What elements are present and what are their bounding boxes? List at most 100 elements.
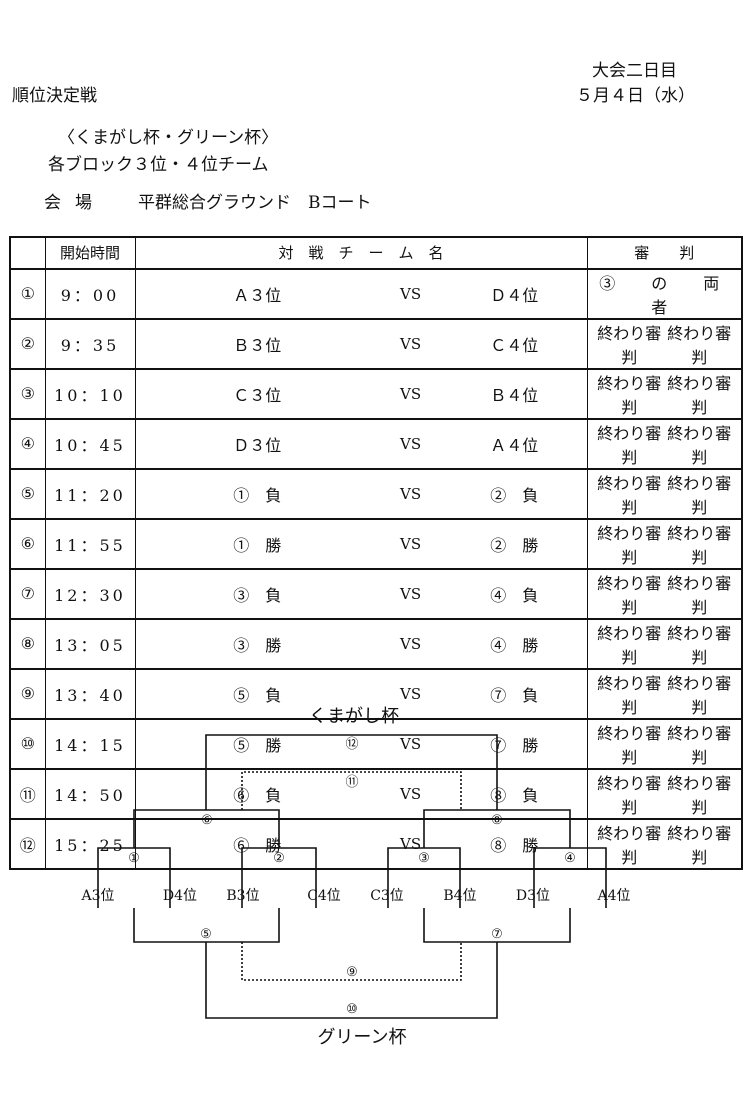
match-number: ⑧ — [9, 618, 46, 670]
referee-cell: 終わり審判終わり審判 — [586, 818, 743, 870]
versus-label: VS — [400, 634, 422, 653]
bracket-team-1: A3位 — [80, 888, 114, 904]
versus-label: VS — [400, 584, 422, 603]
team-two: ⑧ 勝 — [490, 835, 539, 855]
team-one: ① 勝 — [233, 535, 282, 555]
versus-label: VS — [400, 734, 422, 753]
versus-label: VS — [400, 684, 422, 703]
team-two: ④ 勝 — [490, 635, 539, 655]
team-two: Ｄ４位 — [490, 285, 539, 305]
start-time: 11：20 — [44, 468, 136, 520]
team-two: Ｃ４位 — [490, 335, 539, 355]
team-two: ⑧ 負 — [490, 785, 539, 805]
bracket-label-m7: ⑦ — [491, 927, 503, 942]
start-time: 9：00 — [44, 268, 136, 320]
referee-text: ③ の 両 者 — [599, 273, 745, 317]
referee-text: 終わり審判 — [597, 523, 662, 567]
bracket-label-m3: ③ — [418, 851, 430, 866]
bracket-team-4: C4位 — [307, 888, 341, 904]
bracket-team-3: B3位 — [226, 888, 259, 904]
team-one: ⑤ 負 — [233, 685, 282, 705]
team-one: ③ 負 — [233, 585, 282, 605]
bracket-team-8: A4位 — [596, 888, 630, 904]
bracket-label-m8: ⑧ — [491, 813, 503, 828]
bracket-label-m11: ⑪ — [345, 775, 358, 790]
team-one: Ｄ３位 — [233, 435, 282, 455]
start-time: 10：10 — [44, 368, 136, 420]
referee-text: 終わり審判 — [597, 773, 662, 817]
team-two: ⑦ 勝 — [490, 735, 539, 755]
page-title: 順位決定戦 — [12, 86, 97, 106]
bracket-team-7: D3位 — [516, 888, 550, 904]
referee-text: 終わり審判 — [597, 673, 662, 717]
team-one: ⑥ 勝 — [233, 835, 282, 855]
start-time: 12：30 — [44, 568, 136, 620]
referee-text: 終わり審判 — [667, 773, 732, 817]
team-one: Ｃ３位 — [233, 385, 282, 405]
referee-text: 終わり審判 — [597, 373, 662, 417]
referee-cell: 終わり審判終わり審判 — [586, 318, 743, 370]
block-teams: 各ブロック３位・４位チーム — [48, 155, 269, 175]
bracket-label-m1: ① — [128, 851, 140, 866]
start-time: 14：15 — [44, 718, 136, 770]
referee-text: 終わり審判 — [597, 473, 662, 517]
bracket-bottom-title: グリーン杯 — [317, 1027, 406, 1048]
referee-cell: 終わり審判終わり審判 — [586, 618, 743, 670]
versus-label: VS — [400, 784, 422, 803]
match-number: ⑥ — [9, 518, 46, 570]
team-two: ② 勝 — [490, 535, 539, 555]
referee-text: 終わり審判 — [667, 473, 732, 517]
referee-text: 終わり審判 — [597, 423, 662, 467]
bracket-label-m10: ⑩ — [346, 1002, 358, 1017]
start-time: 11：55 — [44, 518, 136, 570]
tournament-date: ５月４日（水） — [576, 86, 695, 106]
team-one: Ｂ３位 — [233, 335, 282, 355]
start-time: 10：45 — [44, 418, 136, 470]
tournament-day: 大会二日目 — [592, 61, 677, 81]
bracket-line-match9 — [241, 942, 462, 981]
start-time: 14：50 — [44, 768, 136, 820]
referee-text: 終わり審判 — [597, 623, 662, 667]
matchup-cell: ③ 負 VS ④ 負 — [134, 568, 588, 620]
bracket-label-m2: ② — [273, 851, 285, 866]
bracket-label-m4: ④ — [564, 851, 576, 866]
match-number: ② — [9, 318, 46, 370]
venue-label: 会場 — [44, 193, 106, 213]
match-number: ① — [9, 268, 46, 320]
bracket-line-match10 — [205, 942, 498, 1019]
match-number: ⑫ — [9, 818, 46, 870]
team-one: ⑥ 負 — [233, 785, 282, 805]
bracket-team-5: C3位 — [370, 888, 404, 904]
referee-cell: ③ の 両 者 — [586, 268, 745, 320]
bracket-top-title: くまがし杯 — [309, 706, 399, 727]
referee-cell: 終わり審判終わり審判 — [586, 468, 743, 520]
cup-names: 〈くまがし杯・グリーン杯〉 — [58, 128, 279, 148]
bracket-label-m9: ⑨ — [346, 965, 358, 980]
team-two: ④ 負 — [490, 585, 539, 605]
bracket-team-6: B4位 — [443, 888, 476, 904]
versus-label: VS — [400, 284, 422, 303]
bracket-label-m6: ⑥ — [201, 813, 213, 828]
bracket-line-match12 — [205, 734, 498, 810]
team-one: ③ 勝 — [233, 635, 282, 655]
referee-cell: 終わり審判終わり審判 — [586, 668, 743, 720]
team-two: Ａ４位 — [490, 435, 539, 455]
referee-text: 終わり審判 — [667, 723, 732, 767]
matchup-cell: ③ 勝 VS ④ 勝 — [134, 618, 588, 670]
bracket-dotted-lines — [241, 771, 462, 981]
bracket-lines — [97, 734, 607, 1019]
bracket-label-m12: ⑫ — [345, 737, 358, 752]
